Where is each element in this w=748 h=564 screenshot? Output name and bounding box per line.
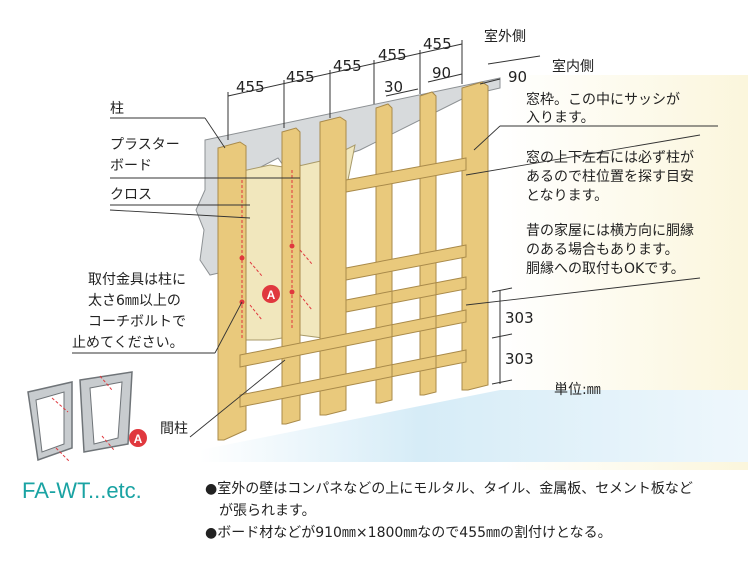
window-head [345,157,467,193]
window-stud-mid [419,91,437,396]
rails [239,157,467,408]
window-stud-left [375,103,393,404]
pillar-label: 柱 [110,101,124,117]
leader-lines [72,117,718,438]
column-note-3: となります。 [526,188,609,204]
mount-note-4: 止めてください。 [72,335,184,351]
mount-note-1: 取付金具は柱に [88,272,186,288]
mount-note-3: コーチボルトで [88,314,186,330]
rail-2 [239,349,467,408]
pillar-right [461,81,489,391]
frame-note-2: 入ります。 [526,110,595,126]
rail-3 [345,276,467,313]
frame-note-1: 窓枠。この中にサッシが [526,92,680,108]
note-2: ●ボード材などが910㎜×1800㎜なので455㎜の割付けとなる。 [205,525,612,541]
dim-90-window: 90 [432,64,452,82]
bracket-illustration [27,371,133,463]
inside-side-label: 室内側 [552,59,594,75]
stud-3 [319,116,347,416]
rail-note-1: 昔の家屋には横方向に胴縁 [526,223,694,239]
floor [200,390,748,462]
dim-303-2: 303 [505,350,534,368]
marker-a-bracket-label: A [134,432,143,446]
stud-label: 間柱 [160,421,188,437]
dim-455-4: 455 [378,46,407,64]
column-note-2: あるので柱位置を探す目安 [526,169,694,185]
dim-90-side: 90 [508,68,528,86]
note-1: ●室外の壁はコンパネなどの上にモルタル、タイル、金属板、セメント板など [205,481,693,497]
column-note-1: 窓の上下左右には必ず柱が [526,150,694,166]
marker-a-bracket [129,429,147,447]
dim-303-1: 303 [505,309,534,327]
note-1-cont: が張られます。 [205,503,316,519]
dim-30: 30 [384,78,404,96]
notes: ●室外の壁はコンパネなどの上にモルタル、タイル、金属板、セメント板など が張られ… [205,478,740,544]
mount-note-2: 太さ6㎜以上の [88,293,181,309]
plaster-board-label-1: プラスター [110,137,180,153]
rail-note-3: 胴縁への取付もOKです。 [526,261,685,277]
marker-a-wall-label: A [267,288,276,302]
dim-455-3: 455 [333,57,362,75]
rail-1 [239,309,467,368]
cloth-label: クロス [110,187,152,203]
dim-455-1: 455 [236,78,265,96]
model-name: FA-WT...etc. [22,478,142,503]
dim-455-5: 455 [423,35,452,53]
dim-455-2: 455 [286,68,315,86]
window-sill [345,244,467,281]
dimension-lines [227,40,541,385]
screw-heads [239,243,295,305]
marker-a-wall [262,285,280,303]
unit-label: 単位:㎜ [554,382,601,398]
lower-grid-lines [391,270,437,400]
stud-2 [281,127,301,425]
interior-background [500,75,748,470]
outside-side-label: 室外側 [484,29,526,45]
plaster-board-label-2: ボード [110,158,152,174]
rail-note-2: のある場合もあります。 [526,242,679,258]
